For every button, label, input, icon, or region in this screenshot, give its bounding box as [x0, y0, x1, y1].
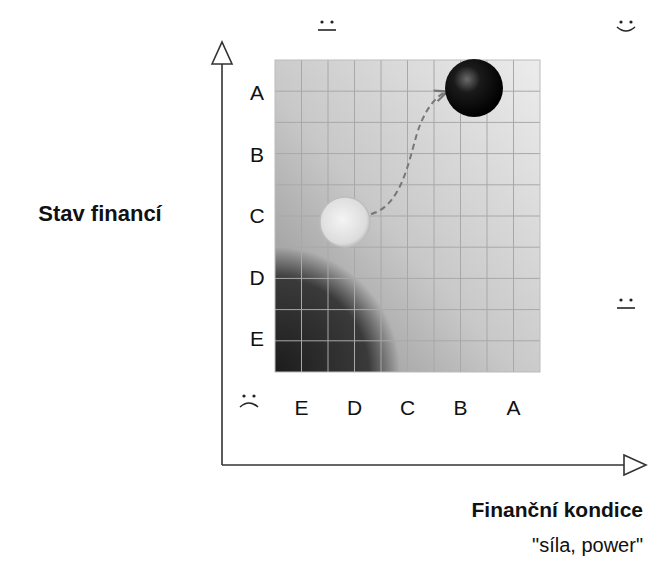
column-letter: A — [506, 396, 520, 419]
axis-title: Stav financí — [38, 202, 161, 226]
axis-title: Finanční kondice — [471, 498, 643, 521]
target-ball — [445, 59, 503, 117]
column-letter: D — [347, 396, 362, 419]
neutral-face — [617, 298, 635, 308]
column-letter: C — [400, 396, 415, 419]
row-letter: D — [249, 266, 264, 289]
row-letter: C — [249, 204, 264, 227]
grid-lines — [275, 60, 540, 372]
column-letter: B — [453, 396, 467, 419]
move-arrow — [371, 92, 446, 214]
sad-face — [240, 394, 258, 407]
axes — [212, 42, 646, 475]
happy-face — [617, 20, 635, 31]
x-axis-head — [624, 455, 646, 475]
grid-border — [275, 60, 540, 372]
y-axis-head — [212, 42, 232, 64]
neutral-face — [318, 20, 336, 30]
column-letter: E — [294, 396, 308, 419]
start-circle — [320, 197, 370, 247]
row-letter: A — [250, 81, 264, 104]
x-axis — [222, 464, 624, 466]
row-letter: E — [250, 327, 264, 350]
face-symbols — [240, 20, 635, 407]
y-axis — [221, 64, 223, 465]
axis-subtitle: "síla, power" — [532, 534, 643, 556]
row-letter: B — [250, 143, 264, 166]
grid-background — [275, 60, 540, 372]
